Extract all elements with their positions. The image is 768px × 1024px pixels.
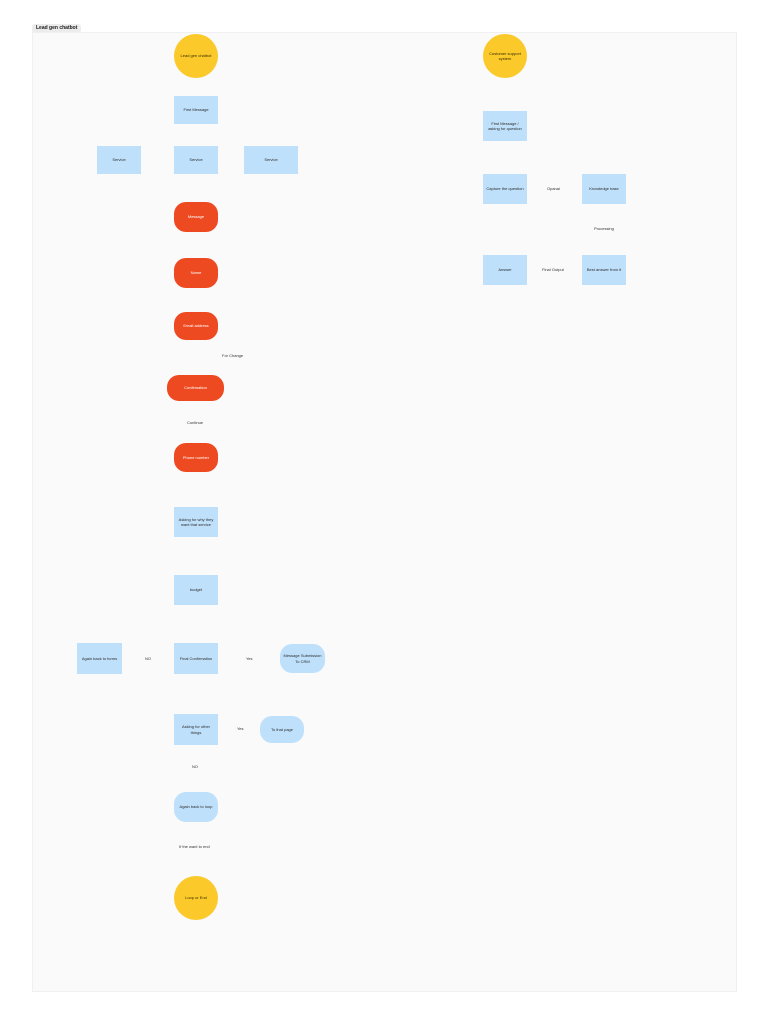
label-for-change: For Change	[221, 353, 245, 358]
label-no-down: NO	[191, 764, 199, 769]
node-service-left[interactable]: Service	[97, 146, 141, 174]
node-asking-why[interactable]: Asking for why they want that service	[174, 507, 218, 537]
label-final-output: Final Output	[541, 267, 565, 272]
label-yes-other: Yes	[236, 726, 245, 731]
node-loop-or-end[interactable]: Loop or End	[174, 876, 218, 920]
node-answer[interactable]: Answer	[483, 255, 527, 285]
node-phone-number[interactable]: Phone number	[174, 443, 218, 472]
label-continue: Continue	[186, 420, 205, 425]
label-yes-right: Yes	[245, 656, 254, 661]
node-customer-support-start[interactable]: Customer support system	[483, 34, 527, 78]
node-asking-other-things[interactable]: Asking for other things	[174, 714, 218, 745]
node-lead-gen-start[interactable]: Lead gen chatbot	[174, 34, 218, 78]
label-no-left: NO	[144, 656, 152, 661]
node-message-submission-crm[interactable]: Message Submission To CRM	[280, 644, 325, 673]
diagram-canvas	[32, 32, 737, 992]
node-name[interactable]: Name	[174, 258, 218, 288]
node-capture-question[interactable]: Capture the question	[483, 174, 527, 204]
node-email-address[interactable]: Email address	[174, 312, 218, 340]
node-service-right[interactable]: Service	[244, 146, 298, 174]
node-final-confirmation[interactable]: Final Confirmation	[174, 643, 218, 674]
node-to-that-page[interactable]: To that page	[260, 716, 304, 743]
node-cs-first-message[interactable]: First Message / asking for question	[483, 111, 527, 141]
node-first-message[interactable]: First Message	[174, 96, 218, 124]
label-processing: Processing	[593, 226, 615, 231]
node-message[interactable]: Message	[174, 202, 218, 232]
frame-title[interactable]: Lead gen chatbot	[32, 24, 82, 33]
label-if-want-end: If the want to end	[178, 844, 211, 849]
node-again-back-to-loop[interactable]: Again back to loop	[174, 792, 218, 822]
node-service-mid[interactable]: Service	[174, 146, 218, 174]
node-again-back-to-forms[interactable]: Again back to forms	[77, 643, 122, 674]
node-confirmation[interactable]: Confirmation	[167, 375, 224, 401]
label-openai: Opanai	[546, 186, 561, 191]
node-knowledge-base[interactable]: Knowledge base	[582, 174, 626, 204]
node-best-answer[interactable]: Best answer from it	[582, 255, 626, 285]
node-budget[interactable]: budget	[174, 575, 218, 605]
